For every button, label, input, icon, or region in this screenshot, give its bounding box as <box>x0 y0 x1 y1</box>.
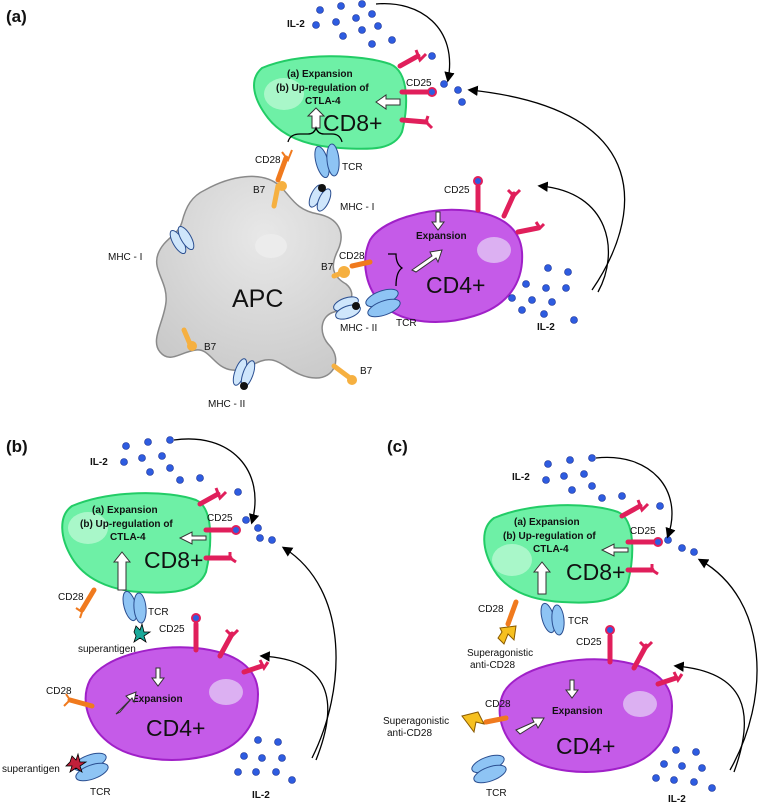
cd28-label-b1: CD28 <box>58 592 84 603</box>
tcr-label-a1: TCR <box>342 162 363 173</box>
panel-c: (a) Expansion (b) Up-regulation of CTLA-… <box>383 454 758 804</box>
superantigen-icon-b1 <box>133 622 152 643</box>
cd4-text-expansion-a: Expansion <box>416 231 467 242</box>
b7-label-a3: B7 <box>360 366 373 377</box>
b7-label-a1: B7 <box>253 185 266 196</box>
cd8-label-b: CD8+ <box>144 547 203 573</box>
cd25-label-a1: CD25 <box>406 78 432 89</box>
mhc1-label-a2: MHC - I <box>108 252 142 263</box>
cd25-label-b1: CD25 <box>207 513 233 524</box>
panel-a: APC (a) Expansion (b) Up-regulation of C… <box>108 0 626 410</box>
cd4-cell-b <box>84 646 260 761</box>
cd28-label-c2: CD28 <box>485 699 511 710</box>
il2-label-a2: IL-2 <box>537 322 555 333</box>
cd25-receptors-a <box>397 49 437 130</box>
cd8-text-ctla4: CTLA-4 <box>305 96 341 107</box>
cd25-label-c2: CD25 <box>576 637 602 648</box>
panel-label-a: (a) <box>6 7 27 26</box>
anti-cd28-label-c1: anti-CD28 <box>470 660 515 671</box>
cd8-label-a: CD8+ <box>323 110 382 136</box>
apc-label: APC <box>232 285 283 313</box>
il2-label-b1: IL-2 <box>90 457 108 468</box>
cd4-text-expansion-b: Expansion <box>132 694 183 705</box>
cd25-receptors-b1 <box>197 487 241 564</box>
mhc2-label-a2: MHC - II <box>208 399 245 410</box>
tcr-label-c1: TCR <box>568 616 589 627</box>
cd4-text-expansion-c: Expansion <box>552 706 603 717</box>
il2-label-b2: IL-2 <box>252 790 270 801</box>
cd25-receptors-c1 <box>619 499 663 576</box>
anti-cd28-icon-c1 <box>497 625 517 645</box>
b7-label-a4: B7 <box>321 262 334 273</box>
superantigen-label-b1: superantigen <box>78 644 136 655</box>
superantigen-label-b2: superantigen <box>2 764 60 775</box>
cd25-receptors-b2 <box>191 613 270 675</box>
cd8-label-c: CD8+ <box>566 559 625 585</box>
cd25-receptors-a2 <box>473 176 546 235</box>
il2-dots-c2 <box>652 746 716 792</box>
mhc1-label-a1: MHC - I <box>340 202 374 213</box>
b7-label-a2: B7 <box>204 342 217 353</box>
cd8-text-ctla4-b: CTLA-4 <box>110 532 146 543</box>
cd4-label-b: CD4+ <box>146 715 205 741</box>
cd8-text-upregulation-c: (b) Up-regulation of <box>503 531 596 542</box>
il2-label-c2: IL-2 <box>668 794 686 804</box>
apc-cell <box>155 175 353 379</box>
cd25-label-a2: CD25 <box>444 185 470 196</box>
tcr-mhc2-a <box>333 288 401 320</box>
panel-label-b: (b) <box>6 437 28 456</box>
superagonistic-label-c2: Superagonistic <box>383 716 449 727</box>
cd28-label-a2: CD28 <box>339 251 365 262</box>
superagonistic-label-c1: Superagonistic <box>467 648 533 659</box>
tcr-cd8-c <box>540 602 565 636</box>
tcr-label-b2: TCR <box>90 787 111 798</box>
cd25-label-b2: CD25 <box>159 624 185 635</box>
cd8-text-expansion-c: (a) Expansion <box>514 517 580 528</box>
cd28-label-b2: CD28 <box>46 686 72 697</box>
cd25-receptors-c2 <box>605 625 684 687</box>
tcr-label-a2: TCR <box>396 318 417 329</box>
il2-dots-a2 <box>508 264 578 324</box>
il2-dots-b2 <box>234 736 296 784</box>
panel-label-c: (c) <box>387 437 408 456</box>
cd4-cell-c <box>498 658 674 773</box>
mhc1-a-top <box>308 184 332 212</box>
tcr-cd8-a <box>314 143 340 179</box>
il2-dots-a1 <box>312 0 466 106</box>
tcr-cd4-b <box>73 752 109 782</box>
cd8-text-upregulation: (b) Up-regulation of <box>276 83 369 94</box>
cd28-label-c1: CD28 <box>478 604 504 615</box>
cd8-cell-c <box>483 504 634 604</box>
tcr-cd4-c <box>471 754 507 784</box>
tcr-cd8-b <box>122 590 147 624</box>
il2-label-c1: IL-2 <box>512 472 530 483</box>
cd28-label-a1: CD28 <box>255 155 281 166</box>
cd4-label-c: CD4+ <box>556 733 615 759</box>
il2-dots-b1 <box>120 436 276 544</box>
mhc2-label-a1: MHC - II <box>340 323 377 334</box>
mhc1-a-left <box>169 225 195 255</box>
cd4-label-a: CD4+ <box>426 272 485 298</box>
mhc2-a-bottom <box>232 358 256 390</box>
anti-cd28-icon-c2 <box>461 711 485 734</box>
cd8-text-ctla4-c: CTLA-4 <box>533 544 569 555</box>
superantigen-icon-b2 <box>65 752 88 773</box>
il2-label-a1: IL-2 <box>287 19 305 30</box>
panel-b: (a) Expansion (b) Up-regulation of CTLA-… <box>2 436 337 801</box>
cd25-label-c1: CD25 <box>630 526 656 537</box>
tcr-label-c2: TCR <box>486 788 507 799</box>
anti-cd28-label-c2: anti-CD28 <box>387 728 432 739</box>
cd8-text-upregulation-b: (b) Up-regulation of <box>80 519 173 530</box>
cd8-text-expansion: (a) Expansion <box>287 69 353 80</box>
cd8-text-expansion-b: (a) Expansion <box>92 505 158 516</box>
tcr-label-b1: TCR <box>148 607 169 618</box>
